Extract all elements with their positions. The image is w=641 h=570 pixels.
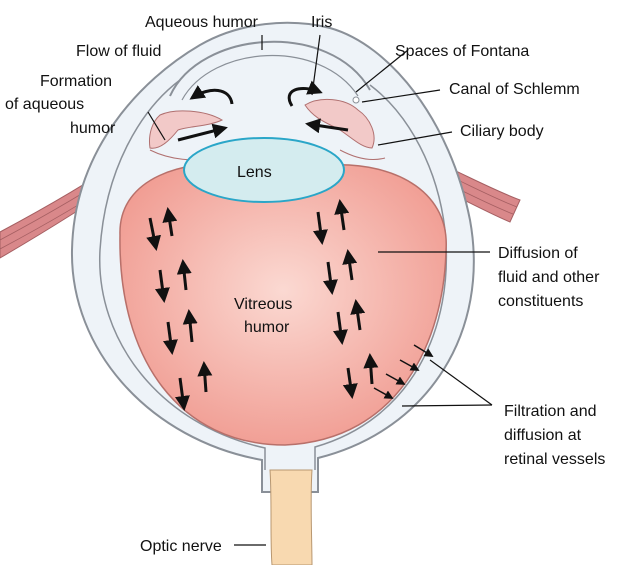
label-iris: Iris bbox=[311, 14, 332, 31]
label-filtration-3: retinal vessels bbox=[504, 451, 605, 468]
label-formation-3: humor bbox=[70, 120, 116, 137]
label-formation-2: of aqueous bbox=[5, 96, 84, 113]
optic-nerve-shape bbox=[270, 470, 312, 565]
label-diffusion-3: constituents bbox=[498, 293, 583, 310]
canal-of-schlemm-dot bbox=[353, 97, 359, 103]
label-aqueous-humor: Aqueous humor bbox=[145, 14, 259, 31]
label-formation-1: Formation bbox=[40, 73, 112, 90]
label-canal-of-schlemm: Canal of Schlemm bbox=[449, 81, 580, 98]
label-ciliary-body: Ciliary body bbox=[460, 123, 544, 140]
label-filtration-1: Filtration and bbox=[504, 403, 597, 420]
label-lens: Lens bbox=[237, 164, 272, 181]
label-optic-nerve: Optic nerve bbox=[140, 538, 222, 555]
label-diffusion-1: Diffusion of bbox=[498, 245, 578, 262]
label-flow-of-fluid: Flow of fluid bbox=[76, 43, 161, 60]
label-vitreous-1: Vitreous bbox=[234, 296, 292, 313]
label-spaces-of-fontana: Spaces of Fontana bbox=[395, 43, 529, 60]
label-diffusion-2: fluid and other bbox=[498, 269, 600, 286]
label-vitreous-2: humor bbox=[244, 319, 290, 336]
label-filtration-2: diffusion at bbox=[504, 427, 582, 444]
